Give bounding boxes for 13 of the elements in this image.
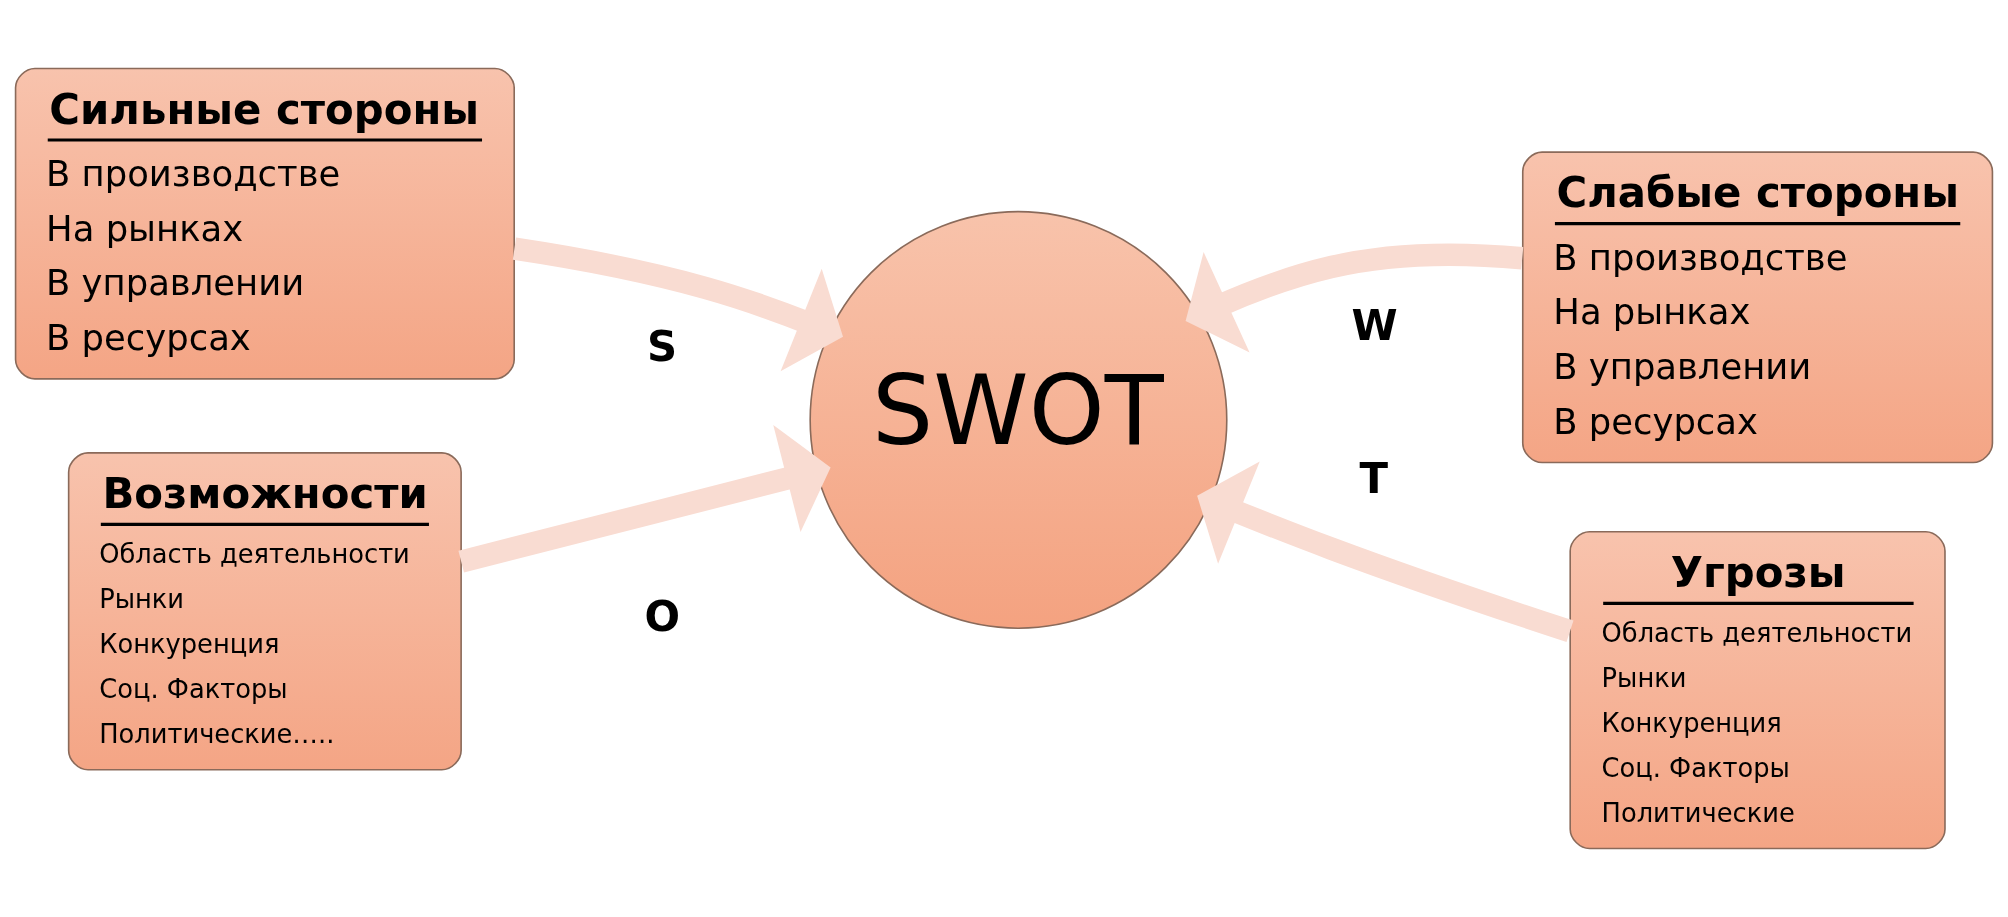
node-box: Угрозы Область деятельности Рынки Конкуренция Соц. Факторы Политические xyxy=(1569,530,1946,850)
arrow xyxy=(512,237,843,372)
node-box: Слабые стороны В производстве На рынках В управлении В ресурсах xyxy=(1521,151,1994,464)
node-box: Возможности Область деятельности Рынки Конкуренция Соц. Факторы Политические….. xyxy=(67,452,462,771)
node-circle: SWOT xyxy=(809,210,1228,629)
label: T xyxy=(1359,453,1389,503)
label: W xyxy=(1351,300,1398,350)
arrow xyxy=(1185,243,1524,353)
label: S xyxy=(646,321,678,371)
label: O xyxy=(644,592,681,642)
arrow xyxy=(1197,461,1574,642)
arrow xyxy=(458,425,831,573)
node-box: Сильные стороны В производстве На рынках В управлении В ресурсах xyxy=(14,67,515,380)
